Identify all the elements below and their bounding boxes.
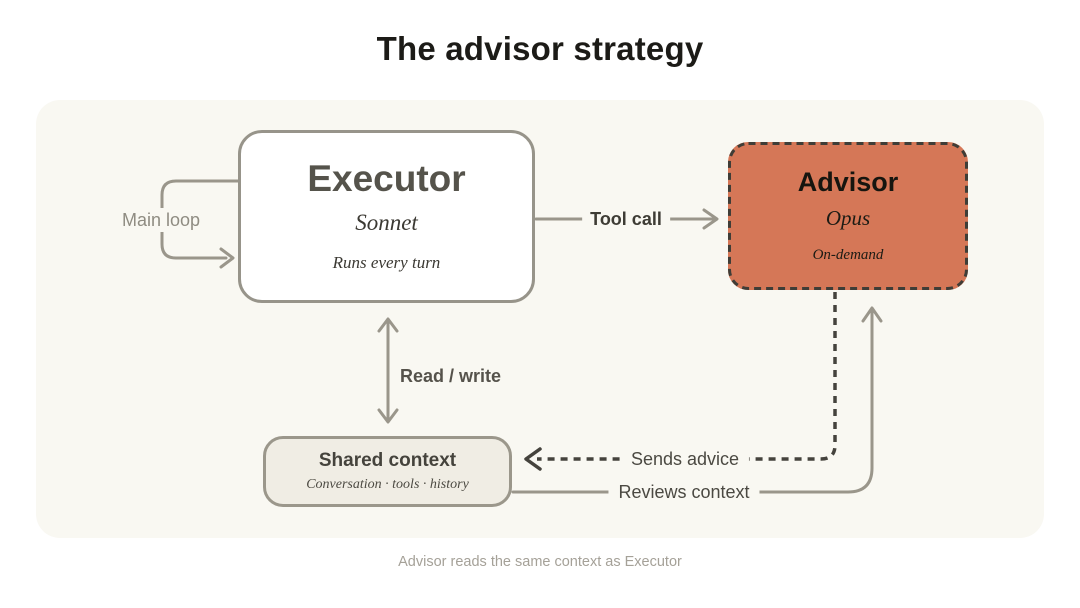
diagram-caption: Advisor reads the same context as Execut… xyxy=(398,554,682,570)
executor-note: Runs every turn xyxy=(332,253,441,272)
shared-context-note: Conversation · tools · history xyxy=(306,476,469,492)
reviews-context-label: Reviews context xyxy=(608,480,760,504)
advisor-label: Advisor xyxy=(797,166,899,197)
advisor-model: Opus xyxy=(825,205,871,230)
executor-label: Executor xyxy=(307,158,466,199)
tool-call-label: Tool call xyxy=(582,207,670,231)
advisor-dashed-border xyxy=(728,142,968,290)
advisor-note: On-demand xyxy=(812,246,884,263)
read-write-label: Read / write xyxy=(400,366,502,386)
shared-context-label: Shared context xyxy=(318,449,457,471)
sends-advice-label: Sends advice xyxy=(620,447,750,471)
executor-node: Executor Sonnet Runs every turn xyxy=(238,130,535,303)
executor-model: Sonnet xyxy=(355,210,418,235)
page-title: The advisor strategy xyxy=(376,30,704,67)
advisor-node: Advisor Opus On-demand xyxy=(728,142,968,290)
shared-context-node: Shared context Conversation · tools · hi… xyxy=(263,436,512,507)
main-loop-label: Main loop xyxy=(119,208,203,232)
